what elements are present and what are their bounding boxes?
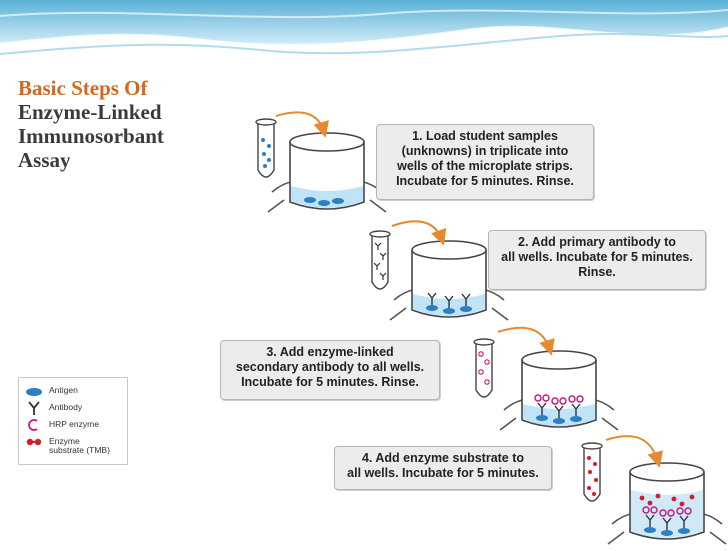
step3-well-contents [534,394,584,424]
step-4-line-2: all wells. Incubate for 5 minutes. [347,466,539,480]
step-2-box: 2. Add primary antibody to all wells. In… [488,230,706,290]
step3-tube [473,338,495,398]
legend-antibody-label: Antibody [49,402,83,412]
legend-substrate-label-1: Enzyme [49,436,80,446]
step4-arrow [605,435,664,468]
legend-row-hrp: HRP enzyme [19,418,127,432]
header-wave-decoration [0,0,728,55]
step-4-line-1: 4. Add enzyme substrate to [361,451,525,465]
step-3-box: 3. Add enzyme-linked secondary antibody … [220,340,440,400]
title-line-4: Assay [18,148,71,172]
step2-well-contents [426,292,472,314]
step-3-line-2: secondary antibody to all wells. [235,360,425,374]
antibody-icon [28,401,40,415]
step2-tube [369,230,391,290]
step1-antigen-dots [304,197,344,206]
legend-row-antigen: Antigen [19,384,127,398]
title-line-1: Basic Steps Of [18,76,148,100]
step-1-line-2: (unknowns) in triplicate into [401,144,569,158]
step-3-line-1: 3. Add enzyme-linked [266,345,394,359]
title-line-3: Immunosorbant [18,124,164,148]
step-2-line-2: all wells. Incubate for 5 minutes. [501,250,693,264]
step-1-line-1: 1. Load student samples [412,129,558,143]
title-line-2: Enzyme-Linked [18,100,162,124]
step-2-line-1: 2. Add primary antibody to [518,235,676,249]
step-3-line-3: Incubate for 5 minutes. Rinse. [241,375,419,389]
legend-hrp-label: HRP enzyme [49,419,99,429]
step4-tube [581,442,603,502]
step1-arrow [275,111,329,138]
step2-arrow [391,220,447,246]
hrp-enzyme-icon [28,419,38,431]
step1-tube [255,118,277,178]
step3-arrow [497,326,555,356]
legend-row-substrate: Enzyme substrate (TMB) [19,435,127,459]
step-1-box: 1. Load student samples (unknowns) in tr… [376,124,594,200]
elisa-illustration [255,111,727,545]
legend: Antigen Antibody HRP enzyme Enzyme subst… [18,377,128,465]
slide-title: Basic Steps Of Enzyme-Linked Immunosorba… [18,76,248,172]
step4-well-contents [639,493,695,536]
step-1-line-4: Incubate for 5 minutes. Rinse. [396,174,574,188]
substrate-icon [26,438,42,446]
step-1-line-3: wells of the microplate strips. [397,159,573,173]
step-2-line-3: Rinse. [578,265,616,279]
legend-substrate-label-2: substrate (TMB) [49,445,110,455]
step-4-box: 4. Add enzyme substrate to all wells. In… [334,446,552,490]
elisa-diagram [206,100,728,546]
antigen-icon [26,388,42,396]
legend-row-antibody: Antibody [19,401,127,415]
step1-well [289,132,365,210]
legend-antigen-label: Antigen [49,385,78,395]
